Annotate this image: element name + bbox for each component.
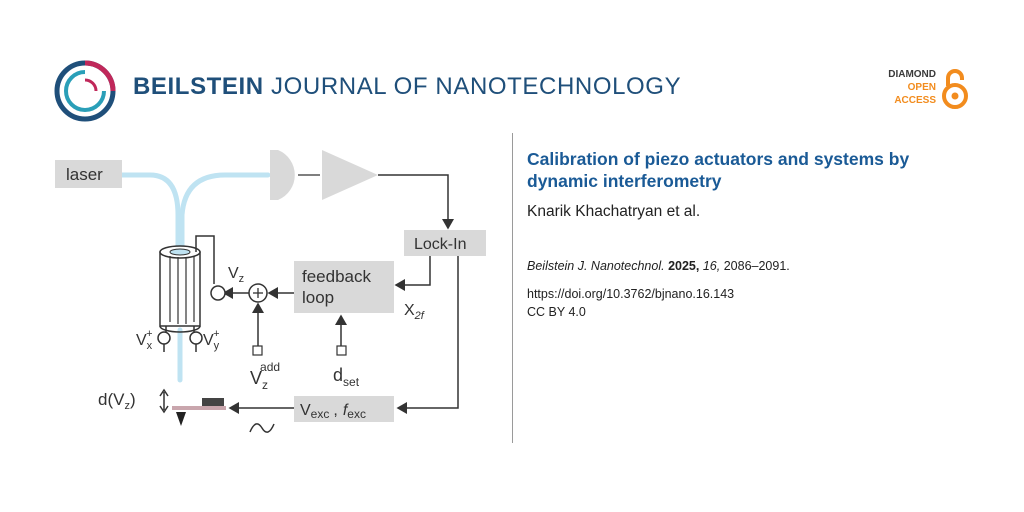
dvz-label: d(Vz) (98, 390, 136, 412)
piezo-tube (159, 245, 201, 333)
badge-line-diamond: DIAMOND (888, 69, 936, 80)
lockin-label: Lock-In (414, 236, 466, 253)
photodetector (270, 150, 295, 200)
journal-name: BEILSTEIN JOURNAL OF NANOTECHNOLOGY (133, 73, 681, 101)
vz-node (210, 285, 226, 301)
optical-fiber (117, 172, 271, 383)
vexc-box (294, 396, 394, 422)
lockin-to-vexc-line (396, 256, 459, 414)
sine-wave-icon (249, 423, 275, 433)
article-doi-link[interactable]: https://doi.org/10.3762/bjnano.16.143 (527, 287, 735, 301)
dset-terminal (336, 345, 347, 356)
vertical-divider (512, 133, 513, 443)
amplifier-triangle (322, 150, 378, 200)
article-citation: Beilstein J. Nanotechnol. 2025, 16, 2086… (527, 259, 790, 273)
article-authors: Knarik Khachatryan et al. (527, 203, 701, 220)
badge-line-access: ACCESS (894, 95, 936, 106)
vzadd-terminal (252, 345, 263, 356)
citation-journal: Beilstein J. Nanotechnol. (527, 259, 665, 273)
dset-label: dset (333, 365, 360, 389)
journal-logo-icon (54, 60, 116, 122)
article-license: CC BY 4.0 (527, 305, 586, 319)
journal-name-bold: BEILSTEIN (133, 73, 264, 100)
lockin-to-feedback-line (394, 256, 431, 291)
feedback-box (294, 261, 394, 313)
feedback-label-1: feedback (302, 267, 371, 286)
vx-label: Vx+ (136, 328, 153, 352)
vx-node (157, 331, 171, 345)
vy-node (189, 331, 203, 345)
journal-name-rest: JOURNAL OF NANOTECHNOLOGY (271, 73, 682, 100)
vexc-label: Vexc,fexc (300, 402, 366, 421)
figure-schematic: laser Lock-In feedback loop X2f Vzadd ds… (55, 150, 486, 433)
citation-pages: 2086–2091. (723, 259, 790, 273)
badge-line-open: OPEN (907, 82, 936, 93)
vz-wire (195, 235, 215, 284)
article-title[interactable]: Calibration of piezo actuators and syste… (527, 149, 910, 191)
vy-label: Vy+ (203, 328, 220, 352)
laser-box (55, 160, 122, 188)
vz-label: Vz (228, 265, 244, 285)
open-lock-icon (942, 69, 968, 109)
open-access-badge: DIAMOND OPEN ACCESS (872, 68, 972, 112)
citation-volume: 16, (702, 259, 721, 273)
cantilever (172, 398, 226, 426)
dvz-arrow (159, 388, 169, 414)
laser-label: laser (66, 165, 103, 184)
feedback-label-2: loop (302, 288, 334, 307)
lockin-box (404, 230, 486, 256)
citation-year: 2025, (668, 259, 700, 273)
vzadd-label: Vzadd (250, 360, 280, 392)
amp-to-lockin-line (378, 174, 454, 230)
x2f-label: X2f (404, 302, 425, 322)
